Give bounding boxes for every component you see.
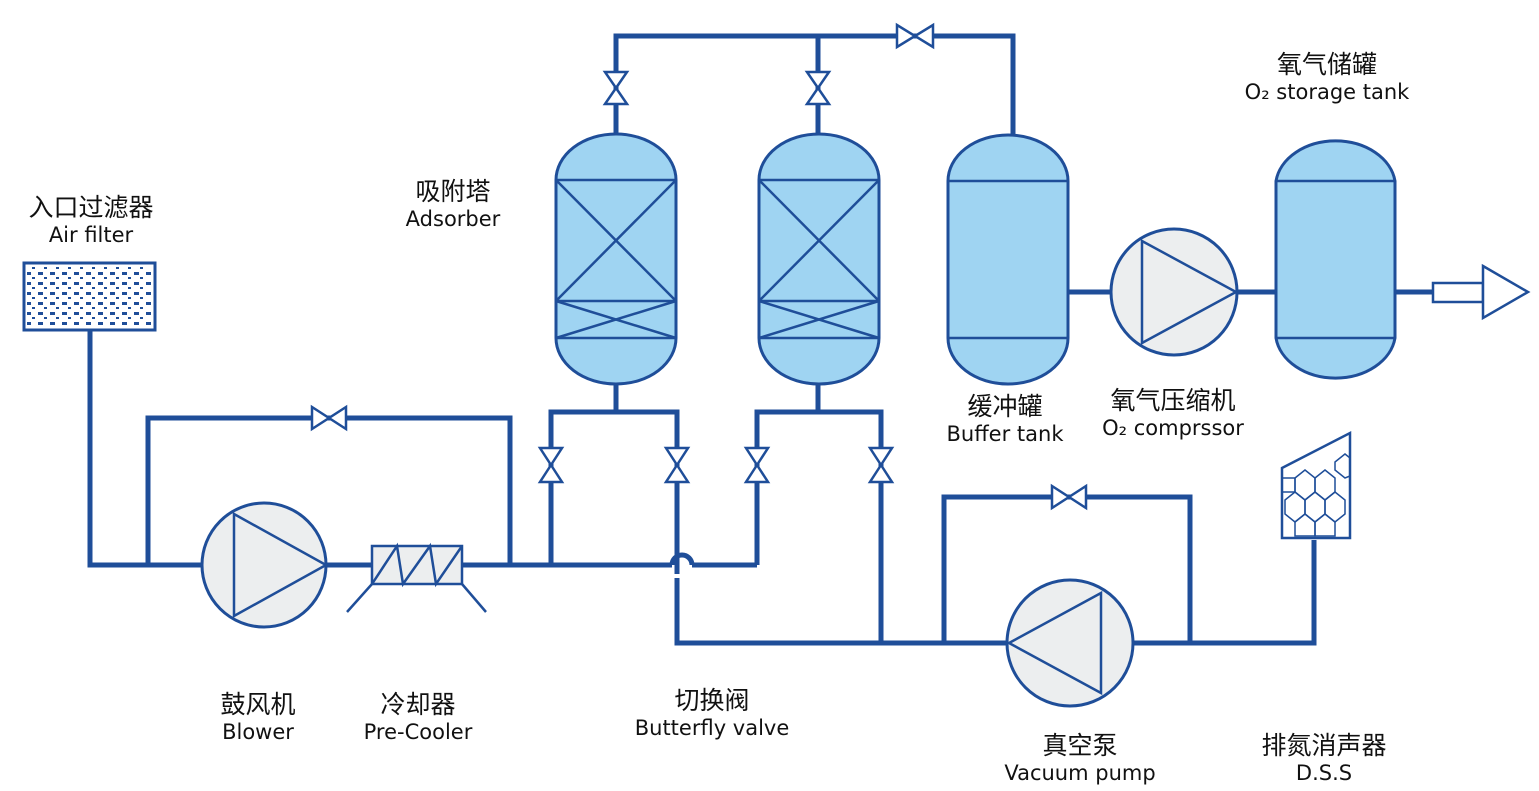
label-o2-compressor-en: O₂ comprssor	[1102, 416, 1244, 440]
valve-top-2	[804, 70, 832, 106]
label-pre-cooler: 冷却器 Pre-Cooler	[364, 690, 473, 744]
label-butterfly-valve-en: Butterfly valve	[634, 716, 790, 740]
valve-blower-bypass	[310, 404, 348, 432]
label-butterfly-valve: 切换阀 Butterfly valve	[635, 686, 790, 740]
buffer-tank-icon	[946, 133, 1070, 386]
label-vacuum-pump: 真空泵 Vacuum pump	[1004, 731, 1155, 785]
label-butterfly-valve-zh: 切换阀	[674, 686, 750, 715]
label-dss-zh: 排氮消声器	[1261, 731, 1387, 760]
label-pre-cooler-en: Pre-Cooler	[363, 720, 473, 744]
silencer-icon	[1280, 430, 1352, 540]
label-blower: 鼓风机 Blower	[220, 690, 295, 744]
label-o2-storage-tank-en: O₂ storage tank	[1244, 80, 1410, 104]
valve-adsorber2-left	[743, 446, 771, 484]
valve-adsorber2-right	[867, 446, 895, 484]
valve-vacuum-bypass	[1050, 483, 1088, 511]
label-buffer-tank-zh: 缓冲罐	[967, 392, 1043, 421]
outlet-arrow-icon	[1431, 263, 1531, 321]
air-filter-icon	[22, 261, 157, 332]
label-adsorber: 吸附塔 Adsorber	[406, 177, 501, 231]
vacuum-pump-icon	[1005, 578, 1135, 708]
valve-top-3	[895, 22, 935, 50]
label-vacuum-pump-zh: 真空泵	[1042, 731, 1118, 760]
valve-top-1	[602, 70, 630, 106]
adsorber-tower-1	[554, 132, 678, 386]
label-blower-zh: 鼓风机	[220, 690, 296, 719]
pre-cooler-icon	[346, 542, 487, 613]
o2-storage-tank-icon	[1274, 139, 1397, 380]
label-o2-compressor: 氧气压缩机 O₂ comprssor	[1102, 386, 1244, 440]
label-o2-storage-tank: 氧气储罐 O₂ storage tank	[1245, 50, 1410, 104]
label-buffer-tank: 缓冲罐 Buffer tank	[947, 392, 1064, 446]
label-o2-storage-tank-zh: 氧气储罐	[1276, 50, 1377, 79]
valve-adsorber1-right	[663, 446, 691, 484]
label-air-filter-en: Air filter	[48, 223, 134, 247]
label-adsorber-en: Adsorber	[405, 207, 501, 231]
label-pre-cooler-zh: 冷却器	[380, 690, 456, 719]
adsorber-tower-2	[757, 132, 881, 386]
label-air-filter-zh: 入口过滤器	[28, 193, 154, 222]
label-o2-compressor-zh: 氧气压缩机	[1110, 386, 1236, 415]
label-adsorber-zh: 吸附塔	[415, 177, 491, 206]
valve-adsorber1-left	[537, 446, 565, 484]
label-blower-en: Blower	[222, 720, 294, 744]
label-dss: 排氮消声器 D.S.S	[1261, 731, 1386, 785]
label-dss-en: D.S.S	[1295, 761, 1353, 785]
o2-compressor-icon	[1109, 227, 1239, 357]
label-vacuum-pump-en: Vacuum pump	[1004, 761, 1156, 785]
blower-icon	[200, 501, 329, 629]
label-air-filter: 入口过滤器 Air filter	[28, 193, 153, 247]
label-buffer-tank-en: Buffer tank	[946, 422, 1064, 446]
